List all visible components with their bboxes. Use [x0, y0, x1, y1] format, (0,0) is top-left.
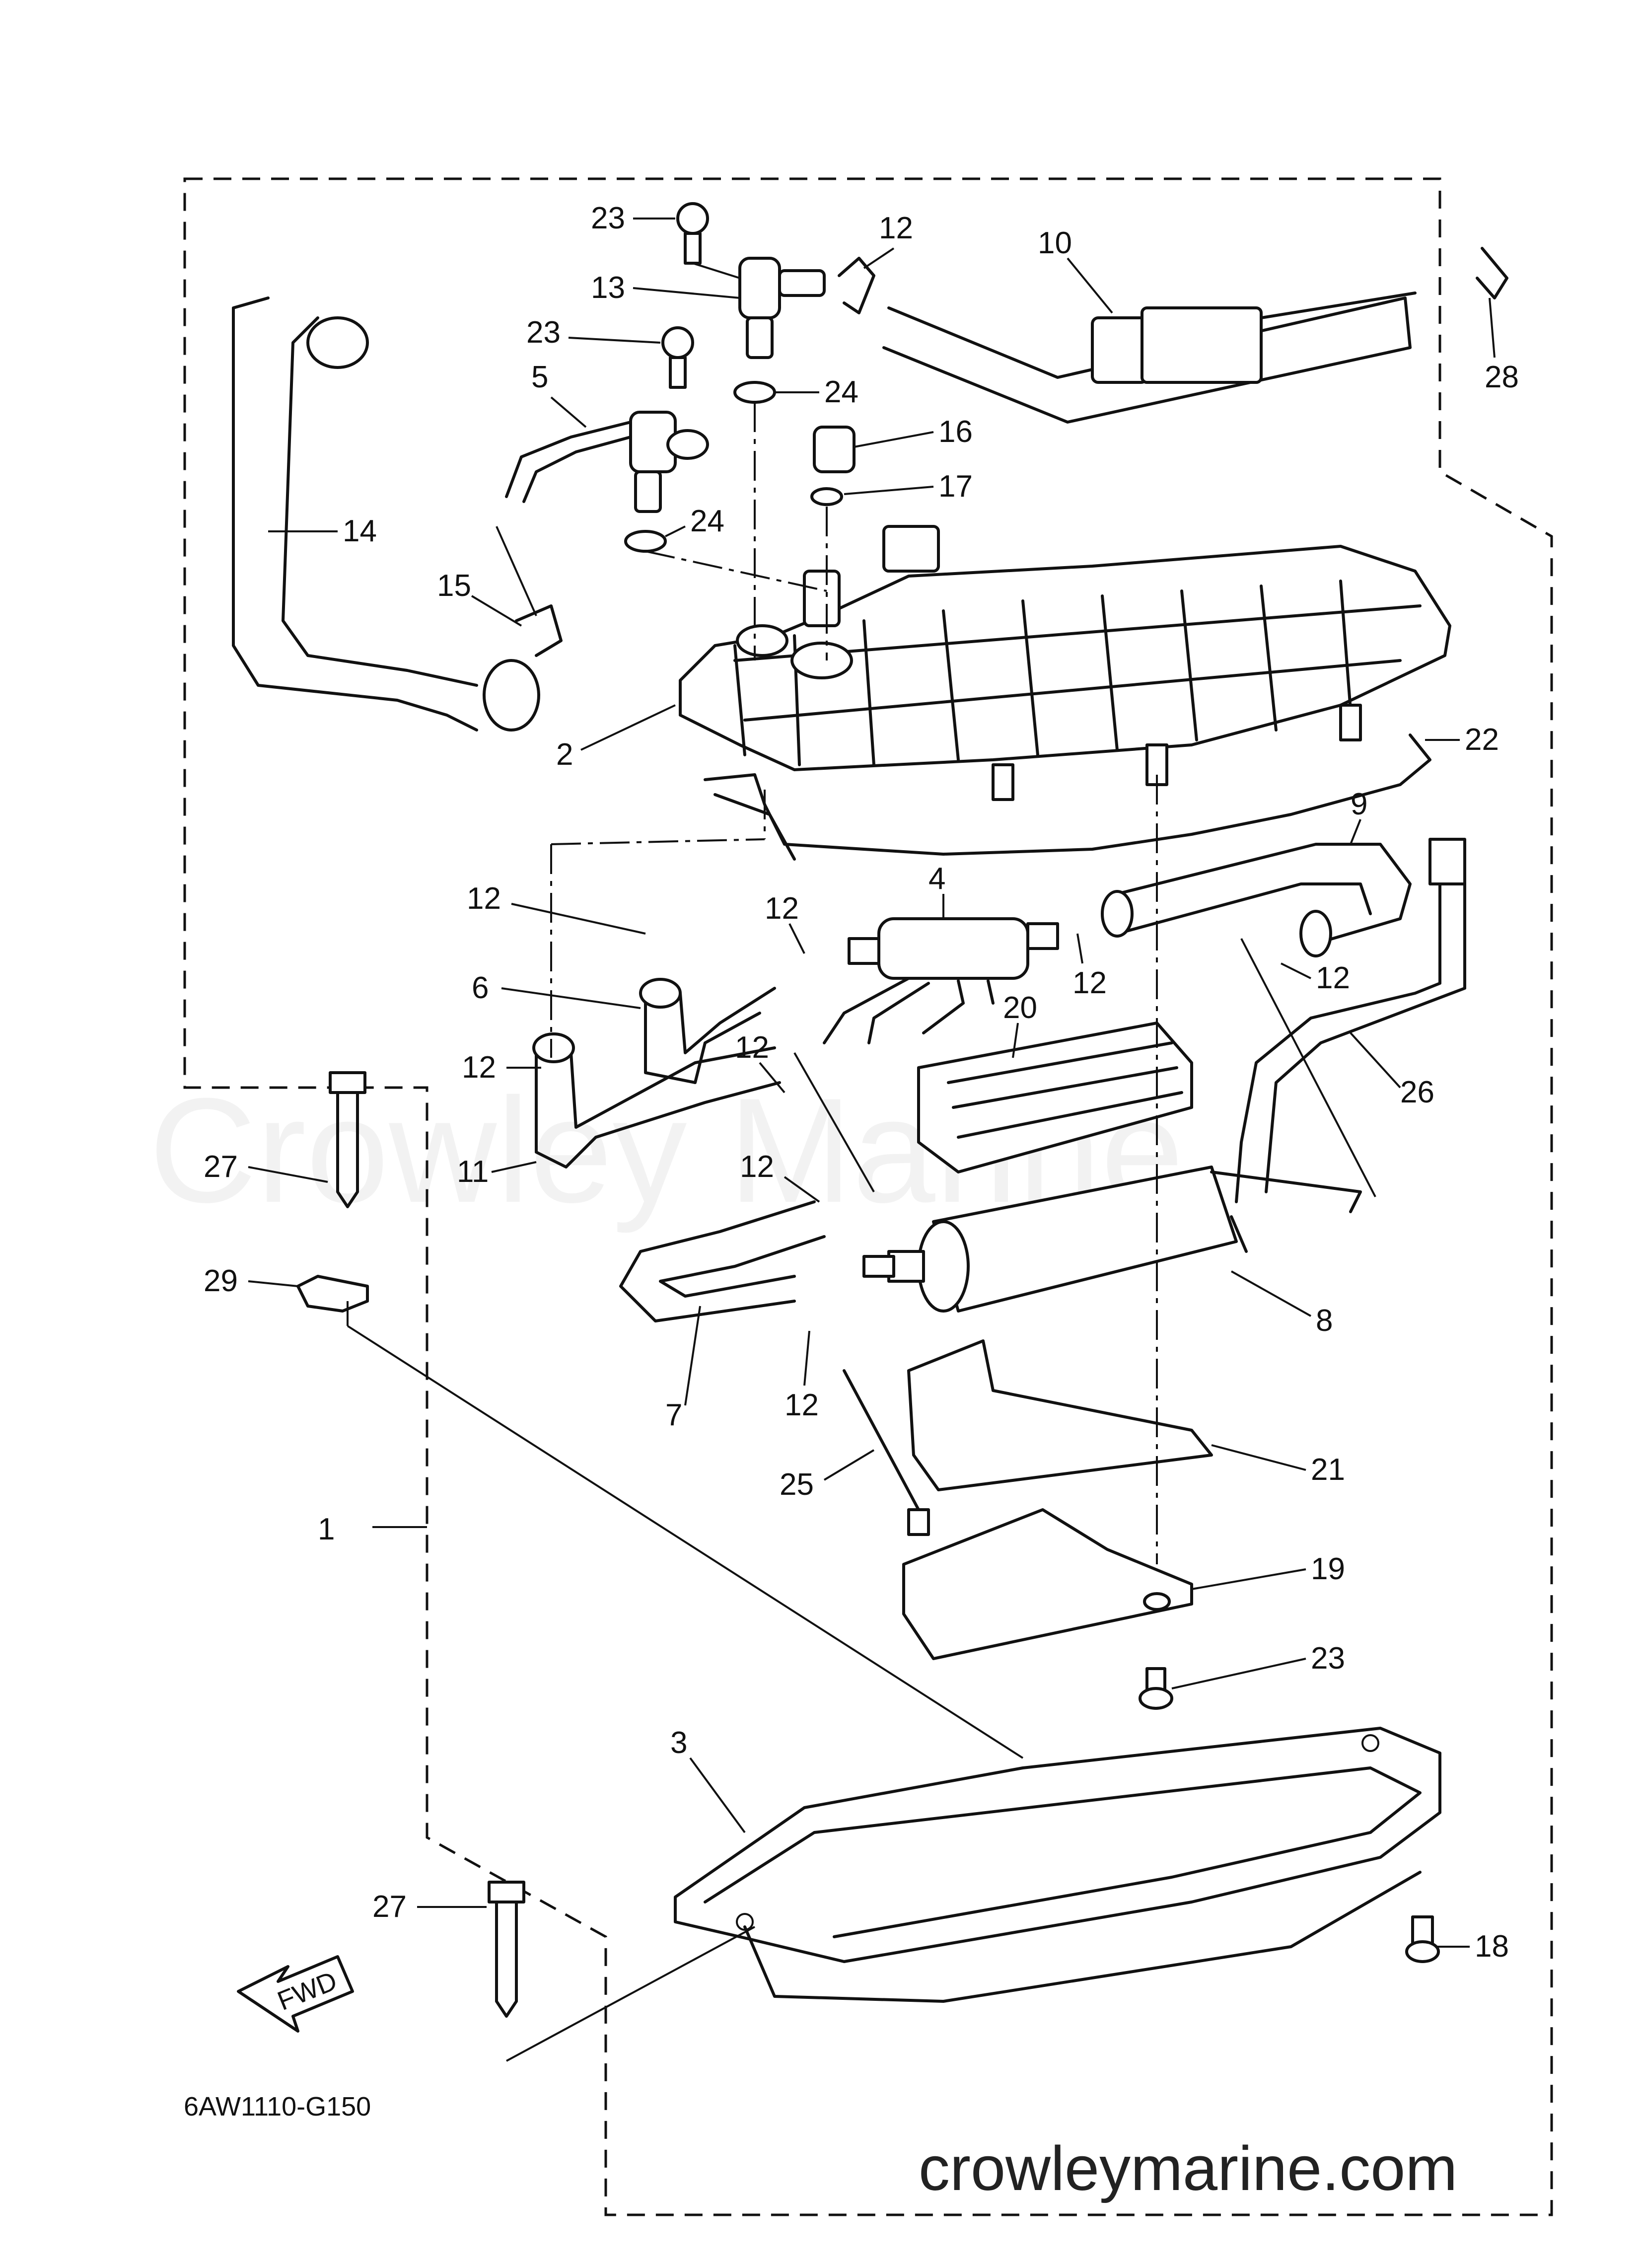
callout-15: 15	[437, 569, 471, 603]
callout-12e: 12	[1316, 961, 1350, 995]
website-text: crowleymarine.com	[919, 2133, 1457, 2203]
callout-11: 11	[457, 1155, 489, 1189]
callout-23a: 23	[591, 201, 625, 235]
callout-18: 18	[1475, 1929, 1509, 1964]
hose-part-9	[1101, 843, 1412, 957]
clamp-part-12-top	[838, 257, 875, 314]
callout-16: 16	[938, 415, 973, 449]
callout-12c: 12	[765, 891, 799, 926]
forward-arrow-icon: FWD	[237, 1955, 354, 2033]
callout-25: 25	[780, 1467, 814, 1502]
screw-part-23-top	[676, 202, 709, 265]
callouts: 23 13 12 10 28 23 24 5 16 17 24 14 15 2 …	[204, 201, 1519, 1964]
tray-part-3	[674, 1727, 1441, 2003]
callout-21: 21	[1311, 1453, 1345, 1487]
o-ring-part-17	[810, 487, 843, 506]
bolt-part-18	[1405, 1915, 1440, 1963]
alignment-lines	[347, 402, 1376, 2062]
drawing-code: 6AW1110-G150	[184, 2092, 371, 2122]
callout-7: 7	[665, 1398, 682, 1432]
callout-22: 22	[1465, 723, 1499, 757]
fitting-part-5	[505, 411, 709, 513]
callout-4: 4	[928, 862, 945, 896]
callout-12a: 12	[879, 211, 913, 245]
callout-26: 26	[1400, 1075, 1434, 1109]
clip-part-29	[296, 1275, 369, 1313]
callout-17: 17	[938, 469, 973, 504]
tie-part-25	[843, 1369, 930, 1536]
callout-12i: 12	[785, 1388, 819, 1422]
callout-9: 9	[1351, 787, 1367, 821]
o-ring-part-24-top	[733, 381, 776, 404]
callout-27a: 27	[204, 1150, 238, 1184]
callout-20: 20	[1003, 991, 1037, 1025]
callout-23c: 23	[1311, 1641, 1345, 1676]
callout-19: 19	[1311, 1552, 1345, 1586]
hose-part-7	[619, 1200, 826, 1322]
hose-part-11	[532, 1032, 781, 1169]
callout-10: 10	[1038, 226, 1072, 260]
plug-part-16	[813, 426, 856, 473]
callout-12f: 12	[462, 1050, 496, 1085]
callout-5: 5	[531, 360, 548, 394]
callout-1: 1	[318, 1512, 335, 1546]
bolt-part-27-upper	[329, 1071, 366, 1208]
screw-part-23-mid	[661, 326, 694, 389]
callout-3: 3	[670, 1726, 687, 1760]
cover-part-2	[679, 525, 1451, 801]
callout-12b: 12	[467, 881, 501, 916]
filter-part-8	[862, 1166, 1362, 1313]
bracket-part-21	[907, 1339, 1213, 1491]
callout-14: 14	[343, 514, 377, 548]
callout-13: 13	[591, 271, 625, 305]
gasket-part-22	[704, 733, 1431, 861]
callout-8: 8	[1316, 1304, 1333, 1338]
harness-part-26	[1235, 838, 1466, 1203]
o-ring-part-24-mid	[624, 530, 667, 553]
screw-part-23-bottom	[1139, 1667, 1173, 1710]
bolt-part-27-lower	[488, 1881, 525, 2018]
callout-12h: 12	[740, 1150, 774, 1184]
clamp-part-15	[515, 604, 563, 657]
callout-27b: 27	[372, 1890, 407, 1924]
clip-part-28	[1476, 247, 1508, 299]
callout-6: 6	[472, 971, 489, 1005]
callout-29: 29	[204, 1264, 238, 1298]
fitting-part-13	[738, 257, 826, 359]
callout-28: 28	[1485, 360, 1519, 394]
callout-12d: 12	[1072, 966, 1107, 1000]
callout-12g: 12	[735, 1030, 769, 1065]
callout-24b: 24	[690, 504, 724, 538]
hose-part-14	[232, 296, 540, 732]
callout-23b: 23	[526, 315, 561, 350]
filter-part-4	[823, 917, 1059, 1044]
hose-part-10	[882, 292, 1417, 424]
hose-part-6	[639, 978, 776, 1084]
callout-2: 2	[556, 737, 573, 772]
bracket-part-19	[902, 1508, 1193, 1660]
callout-24a: 24	[824, 375, 858, 409]
assembly-boundary	[183, 177, 1553, 2216]
